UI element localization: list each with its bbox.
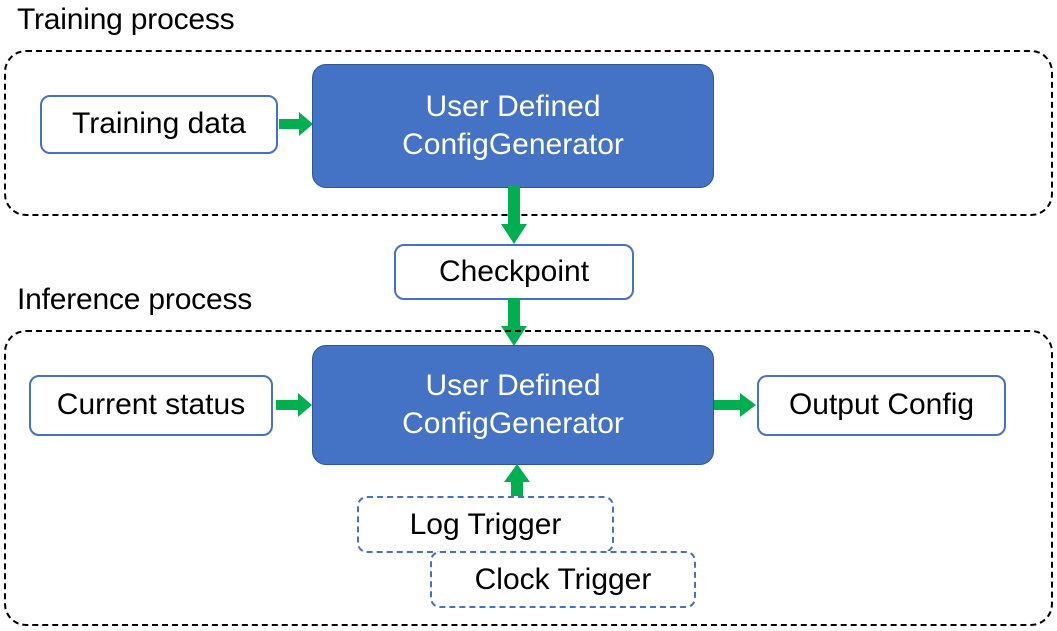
- training-data-box[interactable]: Training data: [40, 95, 278, 154]
- training-process-container: [4, 50, 1053, 216]
- arrow-checkpoint-to-inference-generator: [501, 298, 527, 346]
- training-user-defined-config-generator[interactable]: User Defined ConfigGenerator: [312, 64, 714, 188]
- checkpoint-box[interactable]: Checkpoint: [394, 244, 634, 300]
- clock-trigger-label: Clock Trigger: [474, 562, 652, 596]
- output-config-box[interactable]: Output Config: [757, 375, 1006, 436]
- training-process-title: Training process: [17, 3, 235, 36]
- log-trigger-label: Log Trigger: [409, 507, 562, 541]
- training-generator-line1: User Defined: [425, 90, 601, 123]
- clock-trigger-box[interactable]: Clock Trigger: [430, 551, 696, 608]
- arrow-training-data-to-generator: [279, 112, 313, 136]
- arrow-generator-to-output-config: [714, 393, 756, 417]
- training-data-label: Training data: [72, 107, 246, 141]
- checkpoint-label: Checkpoint: [438, 254, 590, 288]
- inference-user-defined-config-generator[interactable]: User Defined ConfigGenerator: [312, 345, 714, 465]
- training-generator-line2: ConfigGenerator: [402, 128, 624, 161]
- arrow-current-status-to-generator: [276, 393, 312, 417]
- inference-process-container: [4, 330, 1053, 626]
- inference-generator-line2: ConfigGenerator: [402, 407, 624, 440]
- current-status-box[interactable]: Current status: [29, 375, 273, 436]
- output-config-label: Output Config: [788, 388, 975, 422]
- arrow-log-trigger-to-generator: [504, 464, 530, 502]
- current-status-label: Current status: [56, 388, 246, 422]
- arrow-training-generator-to-checkpoint: [501, 186, 527, 244]
- log-trigger-box[interactable]: Log Trigger: [357, 496, 614, 553]
- inference-process-title: Inference process: [17, 283, 253, 316]
- inference-generator-line1: User Defined: [425, 369, 601, 402]
